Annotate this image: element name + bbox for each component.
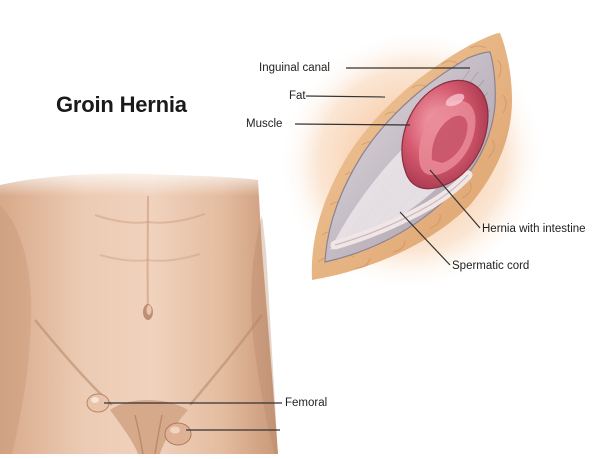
torso-figure [0, 168, 278, 454]
label-spermatic-cord: Spermatic cord [452, 259, 529, 273]
label-muscle: Muscle [246, 117, 282, 131]
label-fat: Fat [289, 89, 306, 103]
diagram-title: Groin Hernia [56, 92, 187, 118]
label-inguinal-canal: Inguinal canal [259, 61, 330, 75]
cutaway-illustration [229, 0, 596, 342]
label-hernia-with-intestine: Hernia with intestine [482, 222, 586, 236]
label-femoral: Femoral [285, 396, 327, 410]
